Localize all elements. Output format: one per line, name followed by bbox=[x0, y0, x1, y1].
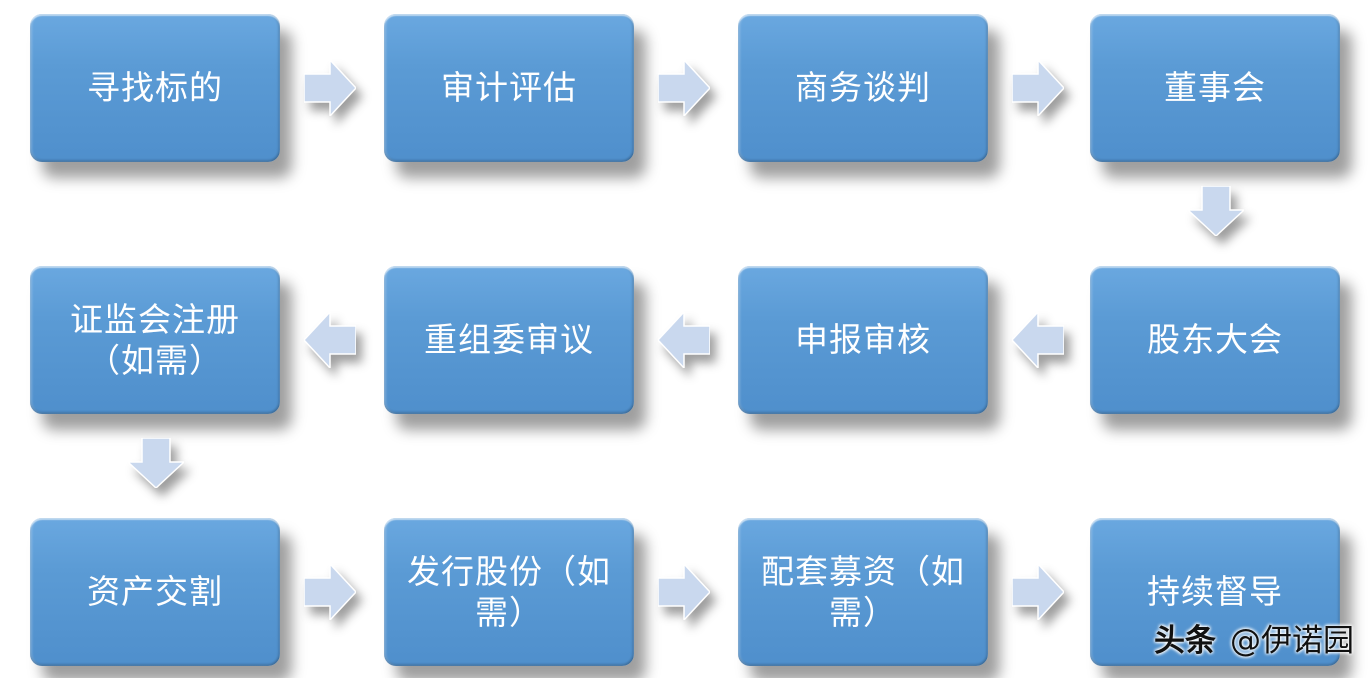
watermark: 头条 @伊诺园 bbox=[1154, 615, 1354, 660]
step-business-negotiation: 商务谈判 bbox=[738, 14, 988, 162]
step-board-of-directors: 董事会 bbox=[1090, 14, 1340, 162]
arrow-left-icon bbox=[304, 312, 356, 368]
step-shareholders-meeting: 股东大会 bbox=[1090, 266, 1340, 414]
arrow-right-icon bbox=[304, 564, 356, 620]
arrow-right-icon bbox=[658, 60, 710, 116]
watermark-handle: @伊诺园 bbox=[1230, 623, 1354, 659]
step-issue-shares: 发行股份（如需） bbox=[384, 518, 634, 666]
step-label: 寻找标的 bbox=[87, 68, 223, 108]
step-label: 重组委审议 bbox=[424, 320, 594, 360]
step-label: 审计评估 bbox=[441, 68, 577, 108]
arrow-left-icon bbox=[1012, 312, 1064, 368]
step-label: 发行股份（如需） bbox=[407, 551, 611, 632]
arrow-down-icon bbox=[1188, 186, 1244, 236]
step-label: 商务谈判 bbox=[795, 68, 931, 108]
step-label: 配套募资（如需） bbox=[761, 551, 965, 632]
step-filing-review: 申报审核 bbox=[738, 266, 988, 414]
step-asset-delivery: 资产交割 bbox=[30, 518, 280, 666]
step-csrc-registration: 证监会注册（如需） bbox=[30, 266, 280, 414]
step-label: 持续督导 bbox=[1147, 572, 1283, 612]
step-label: 股东大会 bbox=[1147, 320, 1283, 360]
step-supporting-financing: 配套募资（如需） bbox=[738, 518, 988, 666]
arrow-right-icon bbox=[304, 60, 356, 116]
step-find-target: 寻找标的 bbox=[30, 14, 280, 162]
arrow-left-icon bbox=[658, 312, 710, 368]
step-audit-valuation: 审计评估 bbox=[384, 14, 634, 162]
step-label: 证监会注册（如需） bbox=[70, 299, 240, 380]
step-label: 资产交割 bbox=[87, 572, 223, 612]
arrow-right-icon bbox=[1012, 60, 1064, 116]
step-label: 董事会 bbox=[1164, 68, 1266, 108]
step-restructuring-committee: 重组委审议 bbox=[384, 266, 634, 414]
watermark-brand: 头条 bbox=[1154, 623, 1216, 659]
arrow-right-icon bbox=[658, 564, 710, 620]
step-continuous-supervision: 持续督导 bbox=[1090, 518, 1340, 666]
arrow-right-icon bbox=[1012, 564, 1064, 620]
arrow-down-icon bbox=[128, 438, 184, 488]
step-label: 申报审核 bbox=[795, 320, 931, 360]
